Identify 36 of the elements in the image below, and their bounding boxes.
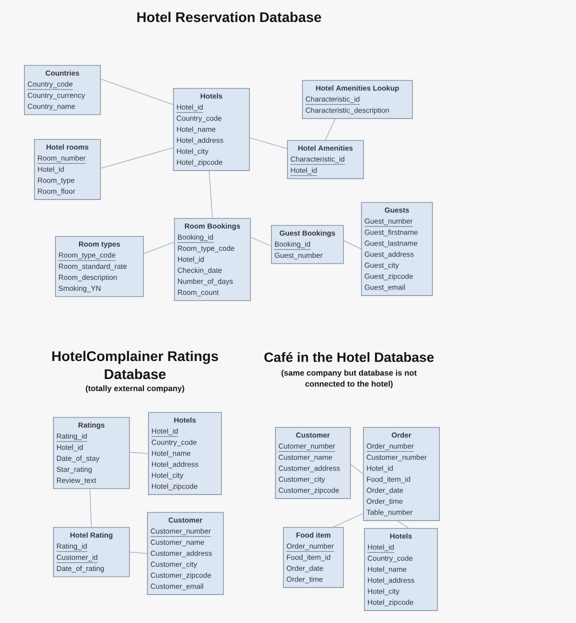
connector-line	[208, 170, 213, 218]
table-box	[271, 225, 344, 264]
section-heading: Café in the Hotel Database	[264, 352, 434, 362]
connector-line	[250, 236, 272, 246]
connector-line	[143, 242, 174, 254]
table-box	[34, 139, 101, 200]
table-box	[148, 412, 222, 495]
table-box	[287, 140, 364, 180]
section-subtitle: (same company but database is not connected to the hotel)	[282, 370, 417, 388]
section-heading: HotelComplainer Ratings Database	[52, 350, 218, 380]
table-box	[53, 527, 130, 578]
table-box	[173, 88, 250, 171]
connector-line	[89, 488, 92, 528]
table-box	[364, 528, 438, 611]
table-box	[53, 417, 130, 490]
table-box	[361, 202, 433, 296]
connector-line	[397, 520, 409, 528]
connector-line	[100, 147, 174, 169]
connector-line	[350, 464, 364, 474]
diagram-title: Hotel Reservation Database	[137, 12, 322, 22]
table-box	[174, 218, 251, 302]
connector-line	[100, 78, 174, 105]
table-box	[302, 80, 413, 119]
connector-line	[129, 552, 148, 554]
table-box	[24, 65, 101, 116]
section-subtitle: (totally external company)	[86, 385, 184, 393]
connector-line	[325, 118, 336, 140]
table-box	[275, 427, 351, 499]
connector-line	[333, 513, 364, 528]
table-box	[283, 527, 344, 588]
table-box	[55, 236, 144, 298]
table-box	[147, 512, 224, 595]
connector-line	[249, 137, 288, 149]
connector-line	[343, 240, 362, 250]
table-box	[363, 427, 440, 521]
connector-line	[129, 452, 148, 454]
